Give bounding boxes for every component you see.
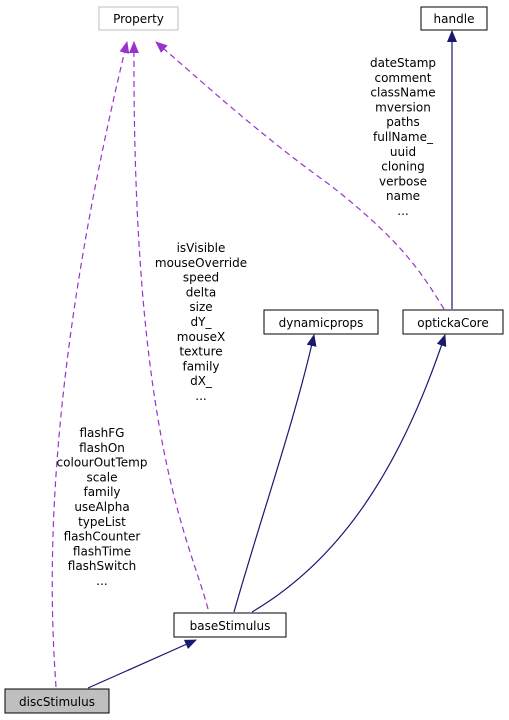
edge-label-line: mouseOverride <box>155 256 247 270</box>
edge-basestimulus-to-property <box>128 41 209 610</box>
edge-label-line: speed <box>183 271 219 285</box>
edge-label-line: uuid <box>390 145 416 159</box>
node-dynamicprops[interactable]: dynamicprops <box>263 309 379 335</box>
edge-discstimulus-to-property <box>51 41 130 688</box>
edge-label-line: typeList <box>78 515 126 529</box>
edge-label-basestimulus-property: isVisiblemouseOverridespeeddeltasizedY_m… <box>155 241 247 403</box>
node-handle-label: handle <box>434 12 475 26</box>
edge-basestimulus-to-dynamicprops <box>233 334 317 613</box>
edge-label-line: dY_ <box>191 315 213 329</box>
node-optickacore[interactable]: optickaCore <box>402 309 504 335</box>
edge-label-line: flashSwitch <box>68 559 136 573</box>
node-handle[interactable]: handle <box>420 6 488 31</box>
edge-label-line: dX_ <box>190 374 213 388</box>
edge-label-line: mversion <box>375 100 431 114</box>
edge-label-line: size <box>189 300 212 314</box>
edge-label-line: isVisible <box>177 241 226 255</box>
edge-discstimulus-to-basestimulus <box>87 639 197 689</box>
edge-label-line: flashCounter <box>64 530 141 544</box>
edge-label-line: mouseX <box>177 330 226 344</box>
node-property[interactable]: Property <box>98 6 179 31</box>
node-property-label: Property <box>113 12 164 26</box>
edge-label-line: colourOutTemp <box>57 456 148 470</box>
edge-label-line: fullName_ <box>373 130 434 144</box>
edge-label-line: delta <box>186 285 216 299</box>
edge-label-line: name <box>386 189 420 203</box>
edge-label-line: className <box>370 86 435 100</box>
edge-label-line: scale <box>87 470 118 484</box>
node-basestimulus-label: baseStimulus <box>190 619 271 633</box>
edge-label-line: family <box>182 359 219 373</box>
edge-label-line: texture <box>179 345 222 359</box>
edge-label-line: comment <box>374 71 431 85</box>
edge-basestimulus-to-optickacore <box>251 334 447 613</box>
node-discstimulus-label: discStimulus <box>19 695 95 709</box>
edge-label-line: paths <box>386 115 420 129</box>
edge-label-line: ... <box>195 389 206 403</box>
node-discstimulus[interactable]: discStimulus <box>4 688 110 714</box>
edge-label-line: dateStamp <box>370 56 436 70</box>
edge-optickacore-to-property <box>155 41 445 310</box>
edge-label-line: ... <box>397 204 408 218</box>
edge-label-discstimulus-property: flashFGflashOncolourOutTempscalefamilyus… <box>57 426 148 588</box>
edge-label-line: verbose <box>379 174 427 188</box>
edge-label-line: useAlpha <box>74 500 129 514</box>
node-dynamicprops-label: dynamicprops <box>279 316 364 330</box>
node-optickacore-label: optickaCore <box>417 316 488 330</box>
node-basestimulus[interactable]: baseStimulus <box>173 612 287 638</box>
edge-label-line: family <box>83 485 120 499</box>
edge-label-line: flashFG <box>80 426 125 440</box>
edge-label-optickacore-property: dateStampcommentclassNamemversionpathsfu… <box>370 56 436 218</box>
edge-label-line: ... <box>96 574 107 588</box>
edge-label-line: flashOn <box>79 441 125 455</box>
edge-label-line: flashTime <box>73 544 131 558</box>
edge-label-line: cloning <box>381 160 424 174</box>
